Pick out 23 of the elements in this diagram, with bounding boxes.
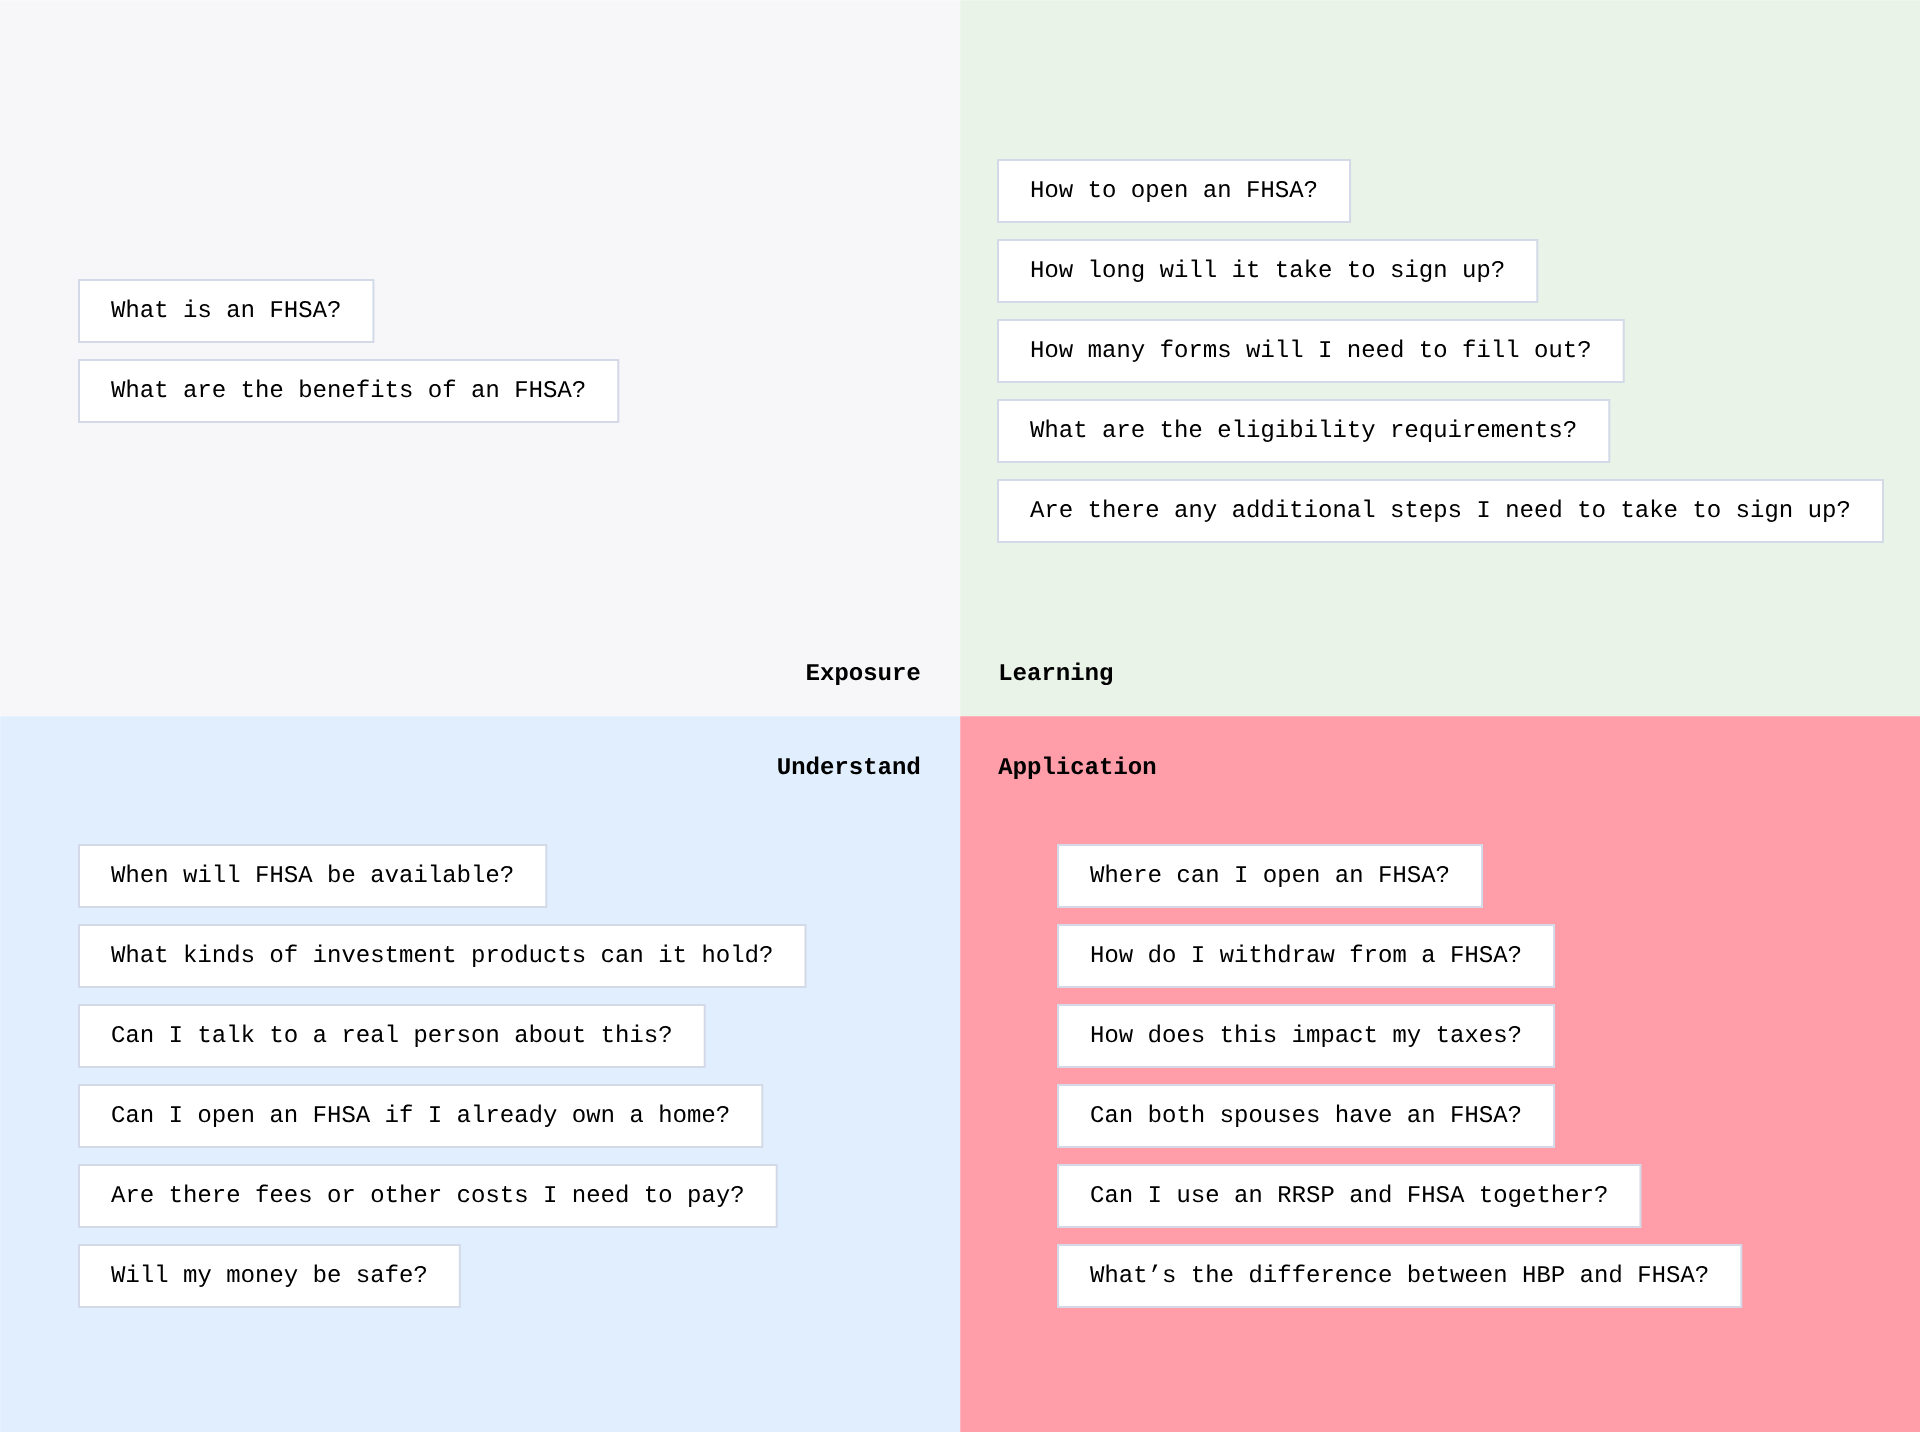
quadrant-heading: Understand xyxy=(778,756,920,775)
question-box: Can both spouses have an FHSA? xyxy=(1057,1084,1556,1148)
question-box: When will FHSA be available? xyxy=(78,844,548,908)
question-box: How many forms will I need to fill out? xyxy=(997,319,1625,383)
question-box: How to open an FHSA? xyxy=(997,159,1352,223)
question-box: How long will it take to sign up? xyxy=(997,239,1539,303)
question-box: How does this impact my taxes? xyxy=(1057,1004,1556,1068)
question-box: Where can I open an FHSA? xyxy=(1057,844,1484,908)
question-box: What kinds of investment products can it hold? xyxy=(78,924,807,988)
question-box: Can I talk to a real person about this? xyxy=(78,1004,706,1068)
question-box: Will my money be safe? xyxy=(78,1244,461,1308)
question-box: What are the benefits of an FHSA? xyxy=(78,359,620,423)
question-box: Can I use an RRSP and FHSA together? xyxy=(1057,1164,1642,1228)
question-box: Are there fees or other costs I need to pay? xyxy=(78,1164,778,1228)
question-box: What are the eligibility requirements? xyxy=(997,399,1611,463)
question-box: What’s the difference between HBP and FHSA? xyxy=(1057,1244,1743,1308)
quadrant-heading: Application xyxy=(998,756,1156,779)
quadrant-heading: Exposure xyxy=(807,664,920,685)
quadrant-heading: Learning xyxy=(1000,662,1113,686)
question-box: What is an FHSA? xyxy=(78,279,375,343)
question-box: Are there any additional steps I need to take to sign up? xyxy=(997,479,1884,543)
question-box: Can I open an FHSA if I already own a home? xyxy=(78,1084,764,1148)
question-box: How do I withdraw from a FHSA? xyxy=(1057,924,1556,988)
